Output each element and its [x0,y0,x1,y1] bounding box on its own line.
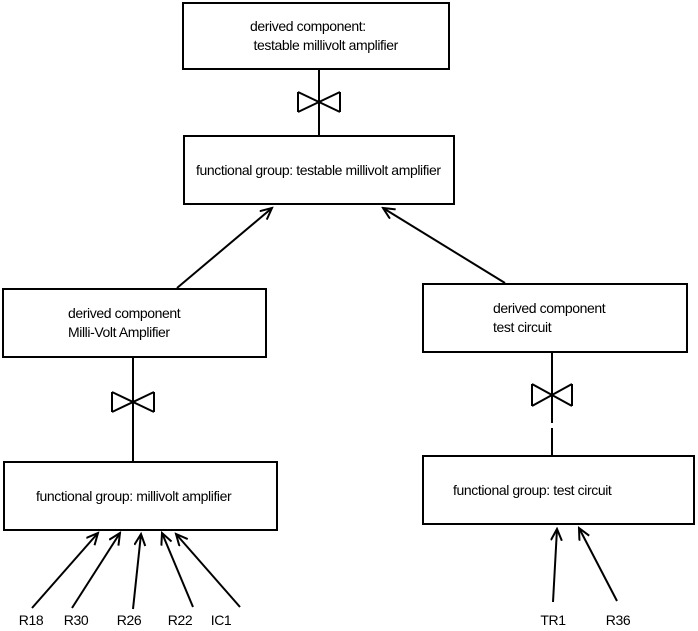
component-label-r36: R36 [605,612,631,628]
edge-r22-to-fg-millivolt [162,533,194,608]
component-label-r30: R30 [63,612,89,628]
node-text-line: functional group: millivolt amplifier [36,487,232,504]
component-label-ic1: IC1 [210,612,232,628]
node-functional-group-millivolt-amplifier: functional group: millivolt amplifier [3,461,278,531]
node-text-line: Milli-Volt Amplifier [68,324,170,340]
junction-bowtie-icon-left [111,391,155,413]
node-text-line: test circuit [493,319,552,335]
edge-ic1-to-fg-millivolt [176,534,241,608]
component-label-tr1: TR1 [540,612,566,628]
component-label-r22: R22 [167,612,193,628]
edge-testcircuit-to-fg-testable [383,208,506,284]
edge-tr1-to-fg-testcircuit [553,529,557,603]
node-derived-component-millivolt-amplifier: derived component Milli-Volt Amplifier [2,288,267,358]
node-functional-group-test-circuit: functional group: test circuit [422,455,695,525]
edge-r30-to-fg-millivolt [71,533,120,609]
node-text-line: functional group: testable millivolt amp… [196,161,441,178]
node-derived-component-testable-millivolt-amplifier: derived component: testable millivolt am… [182,2,450,70]
node-text-line: derived component: [250,18,366,34]
node-derived-component-test-circuit: derived component test circuit [422,283,688,353]
node-functional-group-testable-millivolt-amplifier: functional group: testable millivolt amp… [183,135,455,205]
junction-bowtie-icon-right [531,383,573,407]
edge-r18-to-fg-millivolt [31,533,98,609]
node-text-line: testable millivolt amplifier [250,37,398,53]
edge-r36-to-fg-testcircuit [579,528,618,602]
node-text-line: derived component [493,300,606,316]
edge-millivolt-to-fg-testable [176,208,272,289]
edge-r26-to-fg-millivolt [132,534,141,610]
component-label-r26: R26 [116,612,142,628]
node-text-line: derived component [68,305,181,321]
junction-bowtie-icon-top [297,91,341,113]
node-text-line: functional group: test circuit [453,481,612,498]
component-label-r18: R18 [18,612,44,628]
